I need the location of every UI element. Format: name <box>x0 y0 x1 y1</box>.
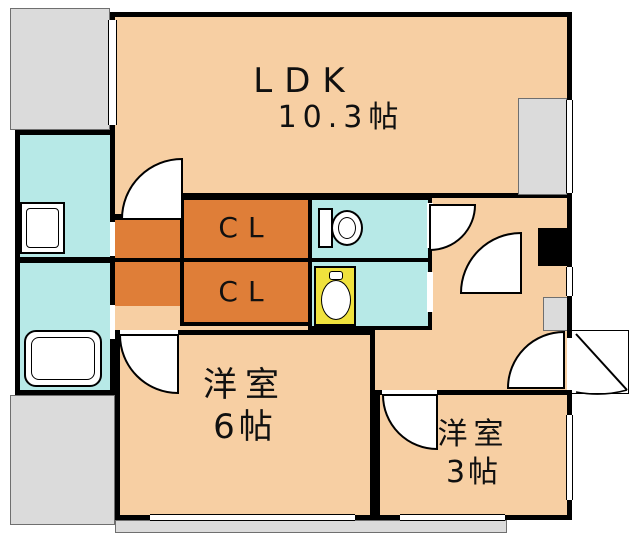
toilet-bowl-icon <box>331 210 363 246</box>
ldk-size-label: 10.3帖 <box>277 100 405 135</box>
window-bedroom-6-bottom <box>150 514 355 521</box>
bedroom-6-size-label: 6帖 <box>213 407 277 447</box>
window-bedroom-3-bottom <box>400 514 505 521</box>
door-gap-bedroom-3 <box>382 390 437 396</box>
ldk-label: LDK <box>253 61 357 101</box>
wall-stub-door-a <box>110 214 122 220</box>
bedroom-3-label: 洋室 <box>437 417 510 452</box>
balcony-top-left <box>10 8 110 130</box>
balcony-bottom-left <box>10 395 115 525</box>
washbasin-icon <box>314 266 356 326</box>
kitchen-counter <box>518 98 567 195</box>
washer-pan-icon <box>20 202 65 254</box>
door-gap-washroom <box>427 272 433 312</box>
closet-upper-label: CL <box>218 211 274 244</box>
window-bedroom-3-right <box>566 415 573 500</box>
wall-mid-orange <box>110 258 180 262</box>
hall-flooring-orange <box>115 218 180 306</box>
entrance-door-area <box>572 330 629 394</box>
door-gap-toilet <box>427 203 433 248</box>
room-ldk <box>110 12 572 198</box>
door-gap-laundry <box>110 222 115 256</box>
hallway-lower-right <box>375 330 567 390</box>
closet-lower-label: CL <box>218 275 274 308</box>
window-ldk-right <box>566 100 573 193</box>
ldk-hall-opening <box>115 193 180 199</box>
shoe-cabinet <box>543 297 569 331</box>
window-ldk-left <box>108 20 117 125</box>
bedroom-3-size-label: 3帖 <box>445 455 502 490</box>
closet-upper <box>180 196 312 262</box>
bathtub-icon <box>24 330 102 387</box>
door-gap-bedroom-6 <box>120 330 178 336</box>
balcony-bottom-strip <box>115 520 507 533</box>
door-gap-bathroom <box>110 305 115 339</box>
bedroom-6-label: 洋室 <box>203 365 287 405</box>
window-entry-right <box>566 267 573 296</box>
wall-entry-pillar <box>538 228 572 266</box>
